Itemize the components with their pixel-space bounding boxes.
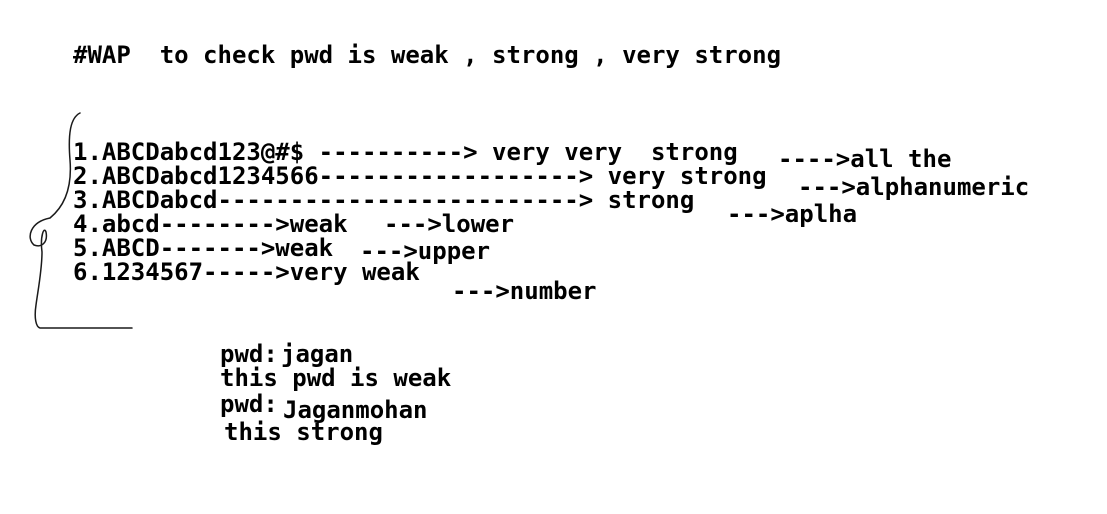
example-2-value: Jaganmohan: [283, 396, 428, 424]
annotation-all-the: ---->all the: [778, 145, 952, 173]
example-1-value: jagan: [281, 340, 354, 368]
level-4: 4.abcd-------->weak: [73, 210, 348, 238]
level-6: 6.1234567----->very weak: [73, 258, 420, 286]
example-1-prompt: pwd:: [220, 340, 278, 368]
annotation-number: --->number: [452, 277, 597, 305]
page-title: #WAP to check pwd is weak , strong , ver…: [73, 41, 782, 69]
level-1: 1.ABCDabcd123@#$ ----------> very very s…: [73, 138, 738, 166]
example-2-prompt: pwd:: [220, 390, 278, 418]
level-3: 3.ABCDabcd-------------------------> str…: [73, 186, 695, 214]
level-5: 5.ABCD------->weak: [73, 234, 334, 262]
annotation-upper: --->upper: [360, 237, 491, 265]
annotation-aplha: --->aplha: [727, 200, 858, 228]
example-1-result: this pwd is weak: [220, 364, 452, 392]
example-2-result: this strong: [224, 418, 383, 446]
level-2: 2.ABCDabcd1234566------------------> ver…: [73, 162, 767, 190]
annotation-alphanumeric: --->alphanumeric: [798, 173, 1030, 201]
annotation-lower: --->lower: [384, 210, 515, 238]
